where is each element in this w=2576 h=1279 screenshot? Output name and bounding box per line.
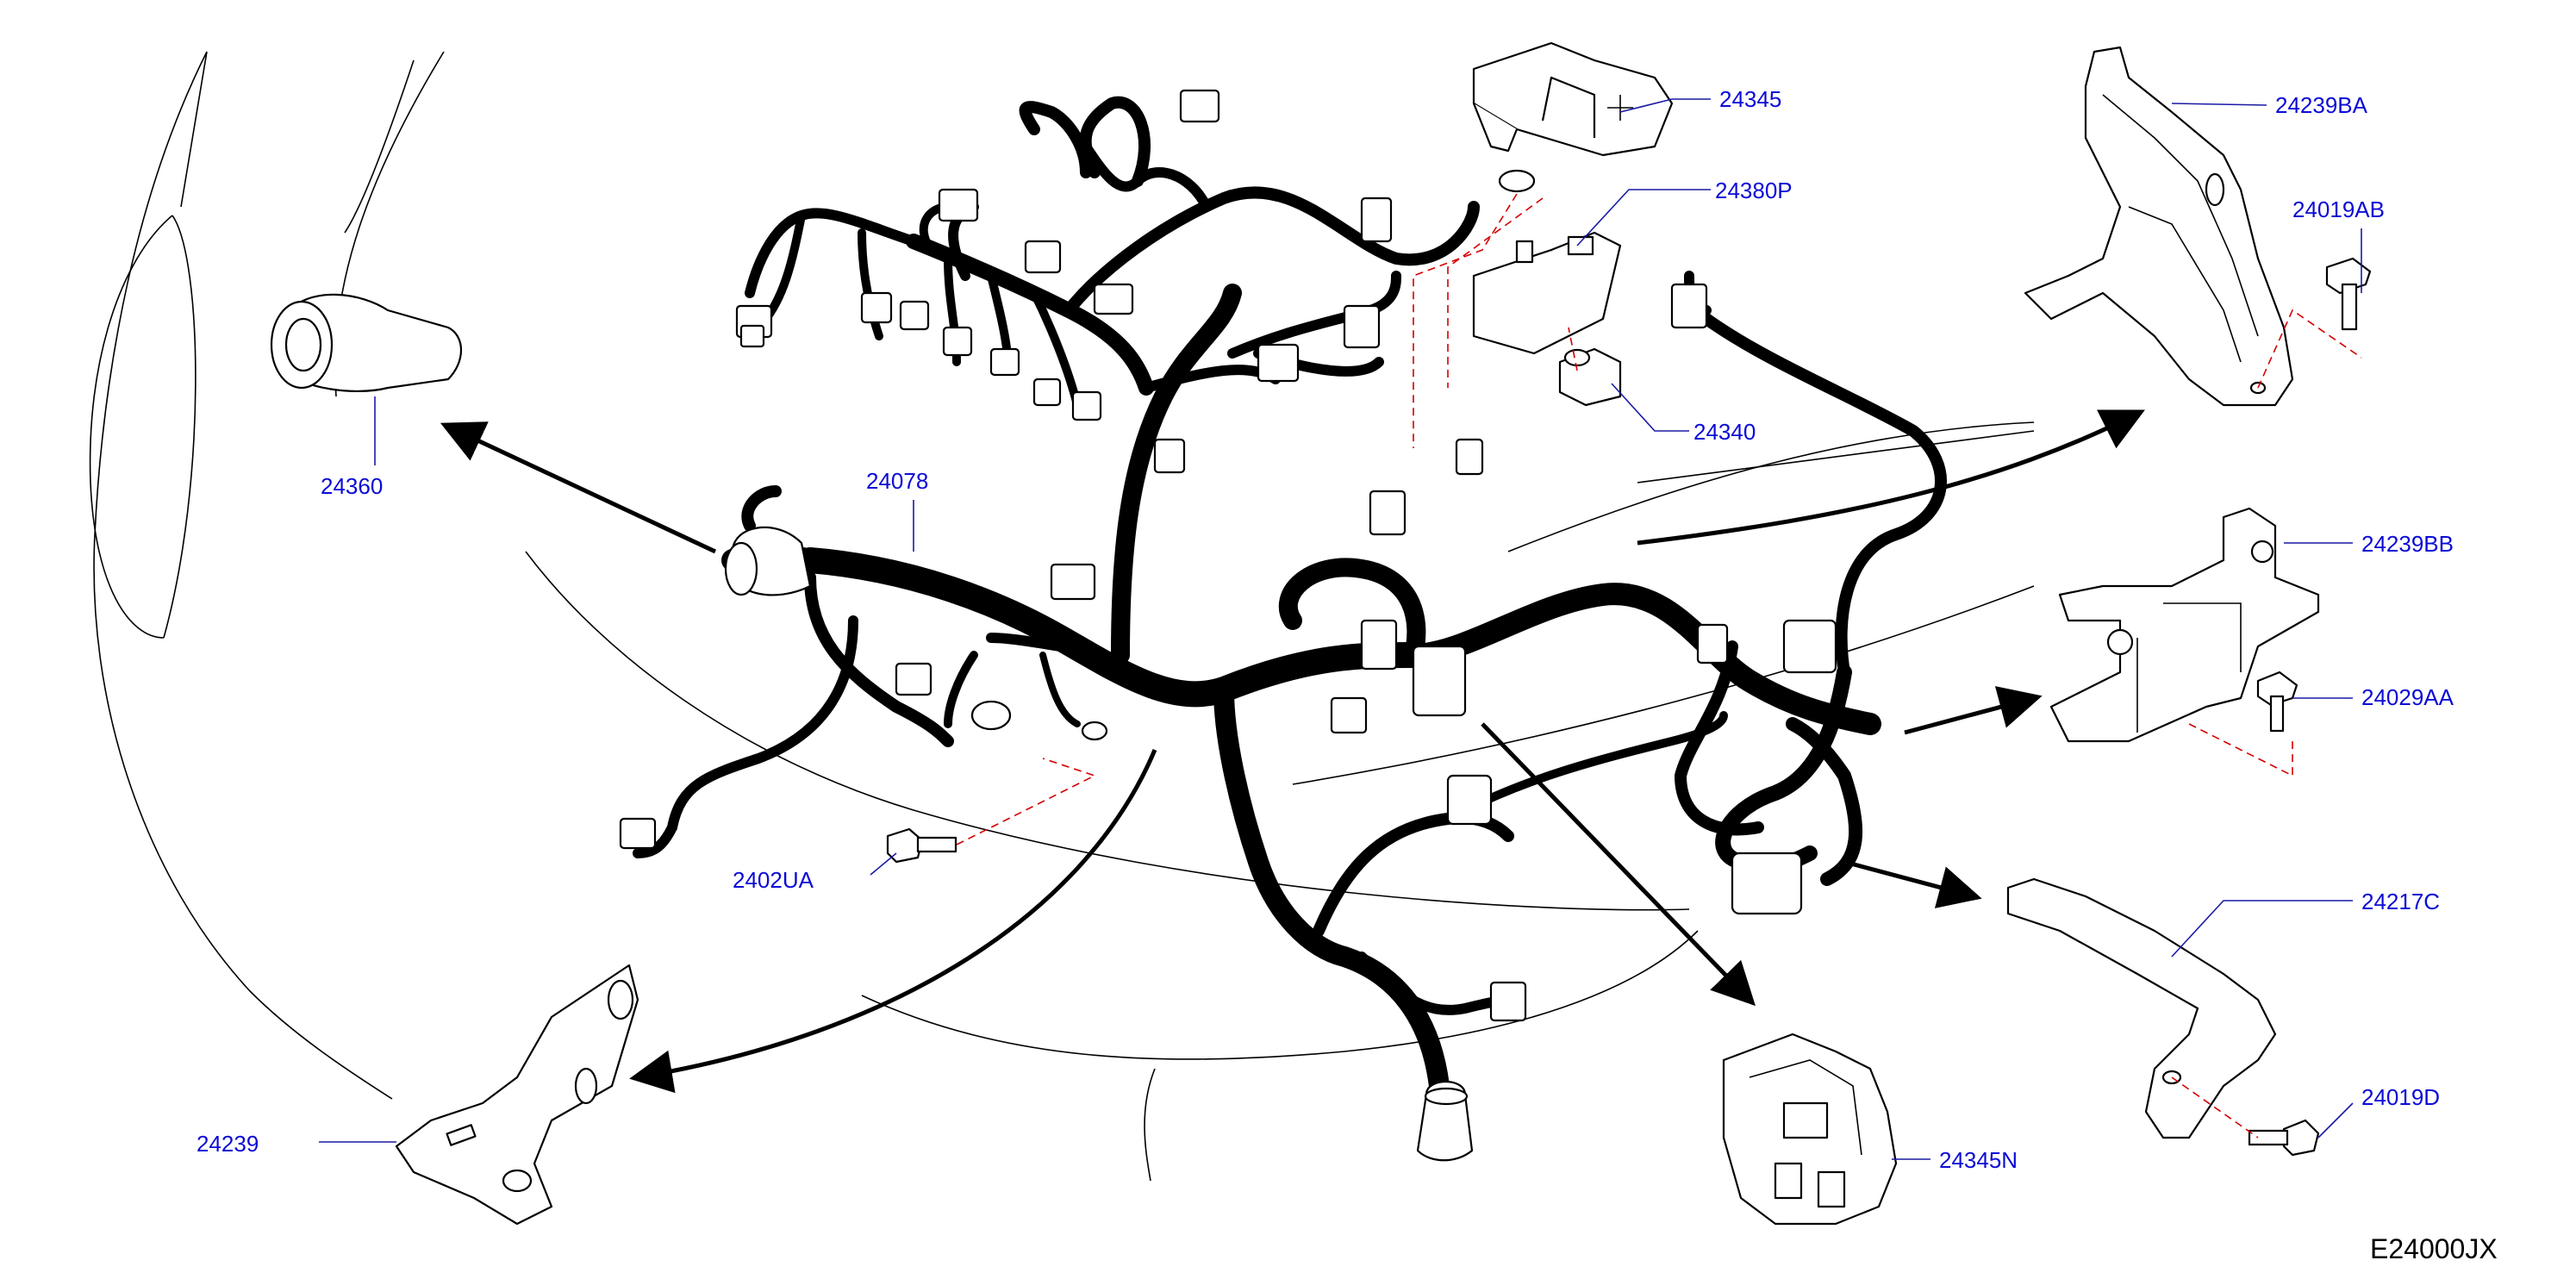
vehicle-body-outline — [89, 51, 2035, 1182]
part-24029AA-bolt — [2256, 671, 2298, 733]
label-24019D: 24019D — [2361, 1084, 2440, 1110]
harness-grommet — [724, 526, 812, 596]
label-24239BA: 24239BA — [2275, 92, 2368, 118]
locating-dash-lines — [956, 193, 2362, 1139]
part-24217C-bracket — [2006, 877, 2277, 1139]
part-24360-grommet — [270, 293, 462, 393]
part-24340-terminal — [1558, 347, 1622, 407]
harness-main-24078 — [633, 96, 1947, 1096]
part-2402UA-bolt — [886, 827, 957, 864]
part-24380P-fuse-block — [1472, 169, 1622, 355]
part-callouts: 24345 24380P 24340 24239BA 24019AB 24239… — [196, 86, 2454, 1173]
part-24239BA-bracket — [2024, 46, 2294, 407]
part-24019AB-bolt — [2325, 257, 2372, 331]
label-24217C: 24217C — [2361, 889, 2440, 914]
label-24340: 24340 — [1693, 419, 1756, 445]
part-24019D-bolt — [2248, 1119, 2320, 1157]
label-24345N: 24345N — [1939, 1147, 2018, 1173]
part-24345N-relay-box — [1722, 1033, 1898, 1226]
label-24345: 24345 — [1719, 86, 1781, 112]
harness-connectors — [619, 89, 1837, 1162]
part-24345-cover — [1472, 41, 1674, 157]
label-24078: 24078 — [866, 468, 928, 494]
part-24239BB-bracket — [2049, 507, 2320, 743]
label-2402UA: 2402UA — [733, 867, 814, 893]
direction-arrows — [440, 409, 2145, 1094]
label-24360: 24360 — [321, 473, 383, 499]
label-24380P: 24380P — [1715, 178, 1793, 203]
label-24239: 24239 — [196, 1131, 259, 1157]
diagram-code: E24000JX — [2370, 1233, 2498, 1264]
label-24029AA: 24029AA — [2361, 684, 2454, 710]
leader-lines — [319, 98, 2362, 1160]
label-24239BB: 24239BB — [2361, 531, 2454, 557]
part-24239-bracket — [395, 964, 639, 1226]
label-24019AB: 24019AB — [2292, 197, 2385, 222]
